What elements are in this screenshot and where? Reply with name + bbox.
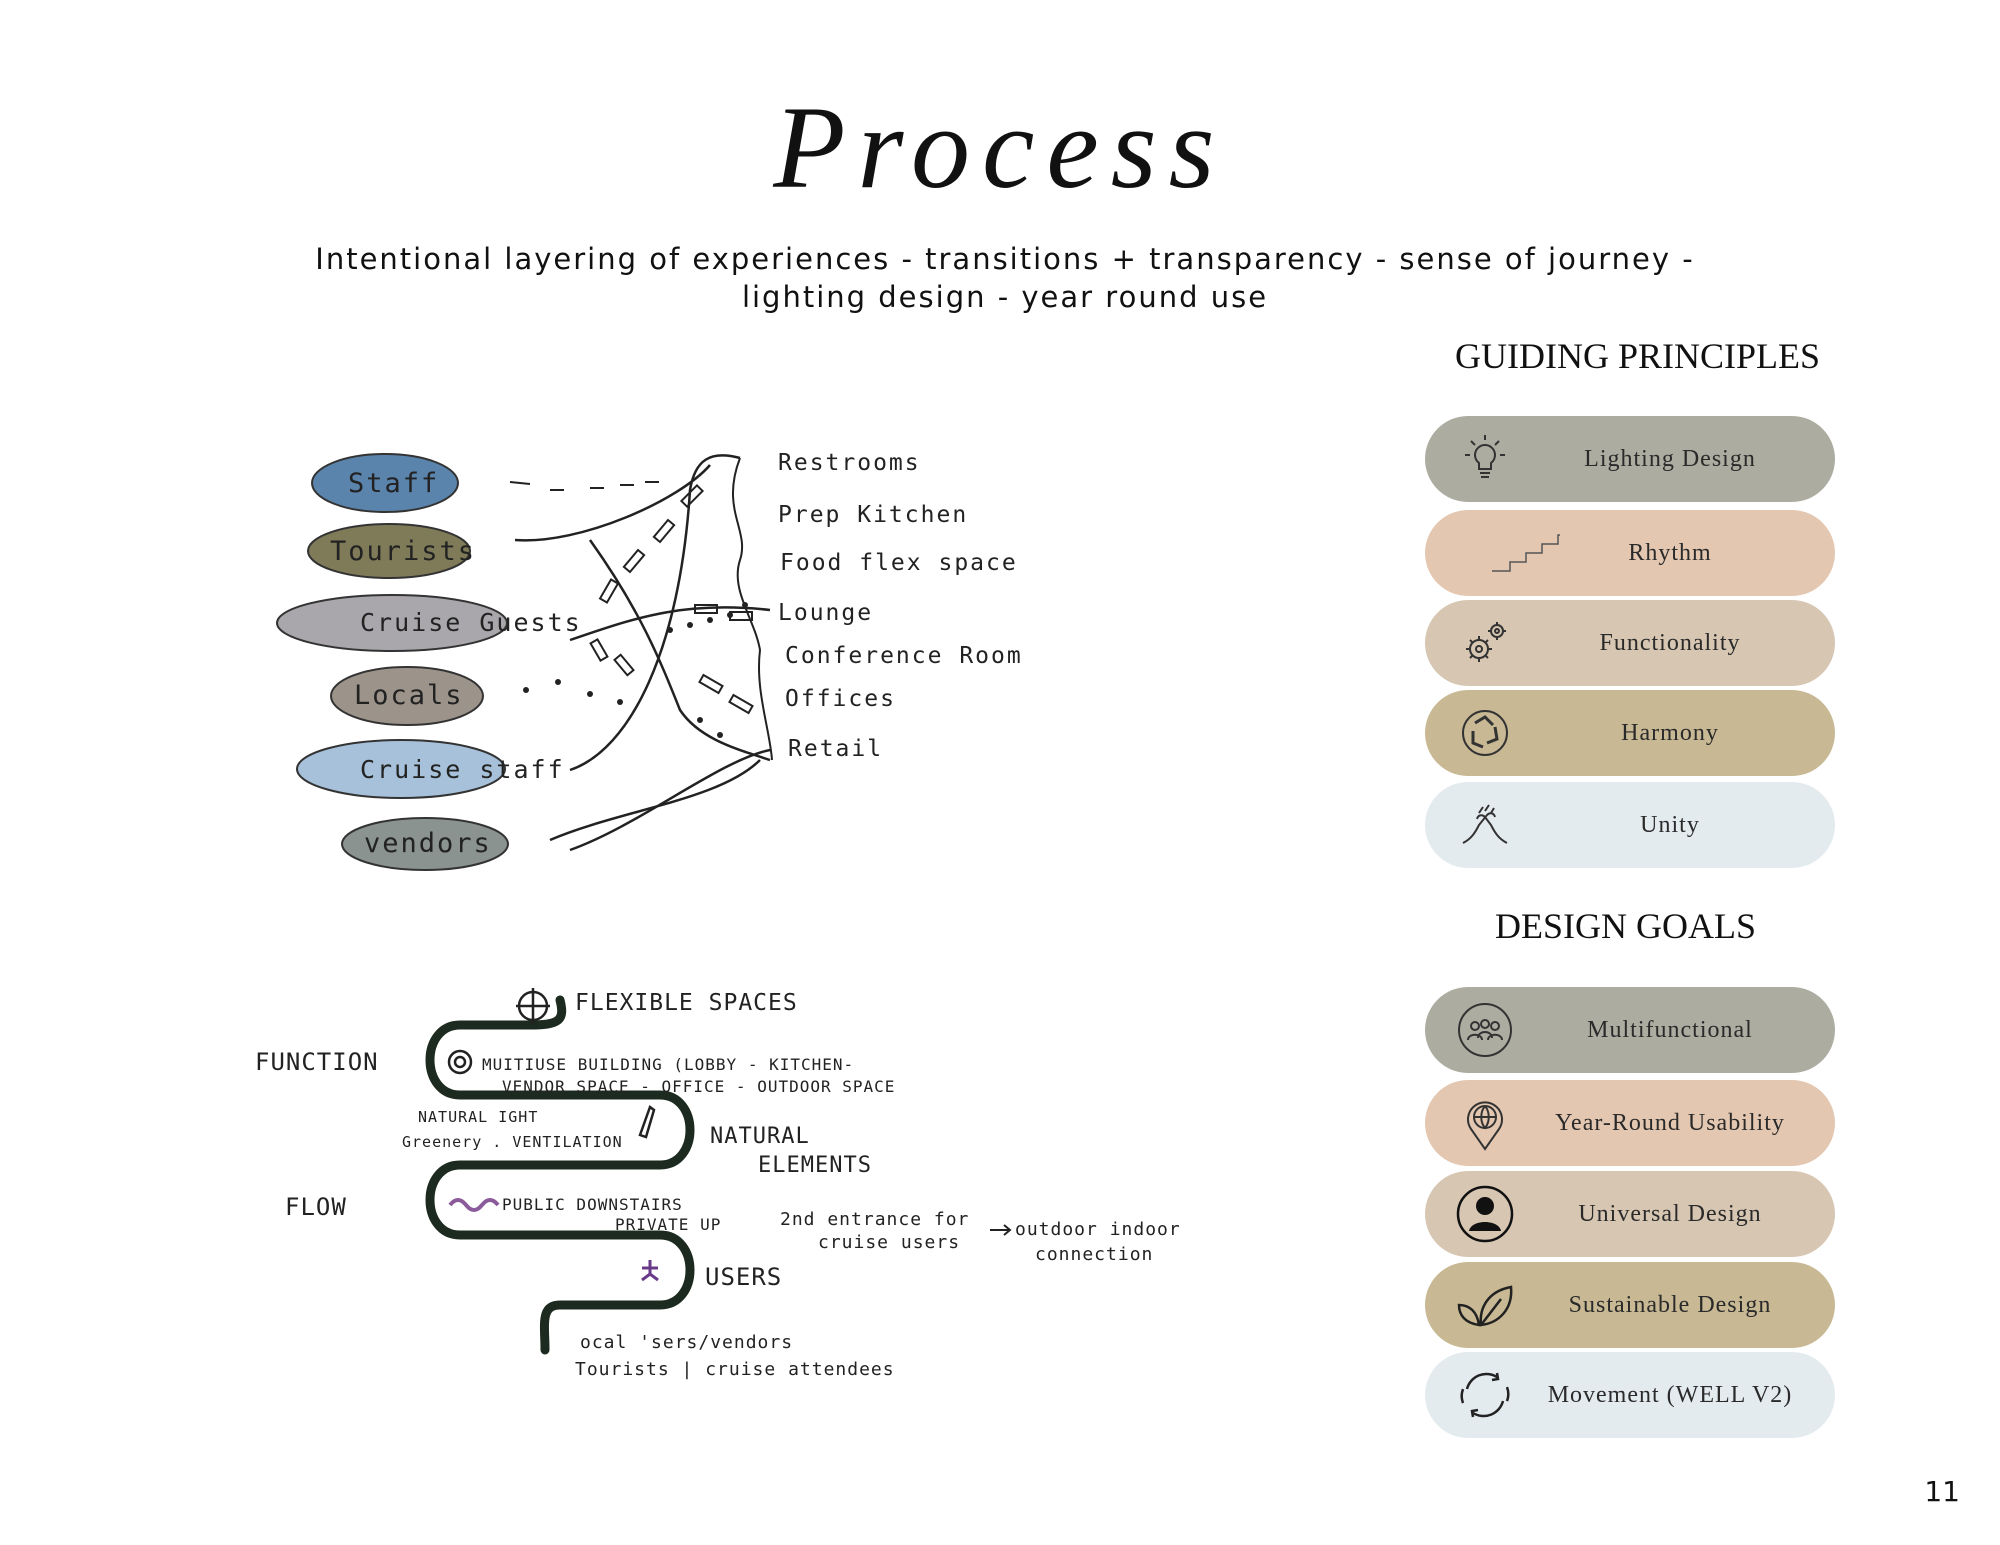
user-label-cruise-guests: Cruise Guests [360,608,582,637]
guiding-principles-heading: GUIDING PRINCIPLES [1455,336,1821,376]
user-label-cruise-staff: Cruise staff [360,755,565,784]
principle-label: Functionality [1599,630,1741,656]
flow-label-flow: FLOW [285,1193,347,1221]
user-oval-tourists [307,523,471,579]
private-up-label: PRIVATE UP [615,1215,721,1234]
greenery-label: Greenery . VENTILATION [402,1133,623,1151]
user-space-sketch: Staff Tourists Cruise Guests Locals Crui… [276,450,1023,871]
goal-multifunctional: Multifunctional [1425,987,1835,1073]
user-label-staff: Staff [348,468,439,499]
space-prep-kitchen: Prep Kitchen [778,502,968,528]
users-label: USERS [705,1263,782,1291]
handshake-icon [1462,804,1508,844]
lightbulb-icon [1465,435,1505,478]
flow-serpentine [425,995,695,1355]
goal-universal-design: Universal Design [1425,1171,1835,1257]
space-restrooms: Restrooms [778,450,921,476]
leaf-icon [1457,1285,1513,1327]
natural-elements-label-2: ELEMENTS [758,1153,872,1178]
principle-rhythm: Rhythm [1425,510,1835,596]
goal-year-round-usability: Year-Round Usability [1425,1080,1835,1166]
page-title: Process [773,82,1227,213]
user-oval-vendors [341,817,509,871]
person-icon [1456,1185,1514,1243]
user-label-locals: Locals [354,680,464,711]
user-oval-cruise-guests [276,594,508,652]
page-number: 11 [1924,1475,1960,1508]
natural-elements-label-1: NATURAL [710,1124,810,1149]
principle-functionality: Functionality [1425,600,1835,686]
program-line-1: MUITIUSE BUILDING (LOBBY - KITCHEN- [482,1055,854,1074]
goal-label: Sustainable Design [1568,1292,1772,1318]
user-oval-staff [311,453,459,513]
principle-label: Unity [1640,812,1700,838]
people-cycle-icon [1458,1003,1512,1057]
stairs-icon [1492,534,1560,572]
recycle-icon [1462,710,1508,756]
outdoor-indoor-label-2: connection [1035,1244,1153,1265]
flow-sketch: FUNCTION FLOW FLEXIBLE SPACES MUITIUSE B… [255,988,1181,1380]
space-retail: Retail [788,736,883,762]
users-line-1: ocal 'sers/vendors [580,1332,793,1353]
user-ovals [276,453,509,871]
goal-label: Movement (WELL V2) [1547,1382,1793,1408]
principle-harmony: Harmony [1425,690,1835,776]
user-label-vendors: vendors [364,828,492,859]
flow-label-function: FUNCTION [255,1048,379,1076]
user-oval-cruise-staff [296,739,506,799]
page-subtitle: Intentional layering of experiences - tr… [315,242,1695,314]
outdoor-indoor-label-1: outdoor indoor [1015,1219,1181,1240]
goal-movement: Movement (WELL V2) [1425,1352,1835,1438]
goal-sustainable-design: Sustainable Design [1425,1262,1835,1348]
space-conference-room: Conference Room [785,643,1023,669]
space-food-flex: Food flex space [780,550,1018,576]
space-offices: Offices [785,686,896,712]
users-line-2: Tourists | cruise attendees [575,1359,895,1380]
space-lounge: Lounge [778,600,873,626]
natural-light-label: NATURAL IGHT [418,1108,538,1126]
gears-icon [1466,622,1506,662]
user-oval-locals [330,666,484,726]
entrance-label-2: cruise users [818,1232,960,1253]
principle-unity: Unity [1425,782,1835,868]
user-label-tourists: Tourists [330,536,476,567]
flexible-spaces-label: FLEXIBLE SPACES [575,990,798,1016]
program-line-2: VENDOR SPACE - OFFICE - OUTDOOR SPACE [502,1077,895,1096]
principle-lighting-design: Lighting Design [1425,416,1835,502]
principle-label: Harmony [1621,720,1719,746]
entrance-label-1: 2nd entrance for [780,1209,969,1230]
goal-label: Year-Round Usability [1555,1110,1785,1136]
principle-label: Lighting Design [1584,446,1756,472]
connection-lines [509,454,773,852]
globe-pin-icon [1467,1101,1503,1151]
principle-label: Rhythm [1628,540,1712,566]
refresh-icon [1460,1372,1510,1418]
goal-label: Multifunctional [1587,1017,1753,1043]
public-downstairs-label: PUBLIC DOWNSTAIRS [502,1195,683,1214]
goal-label: Universal Design [1578,1201,1762,1227]
design-goals-heading: DESIGN GOALS [1495,906,1756,946]
